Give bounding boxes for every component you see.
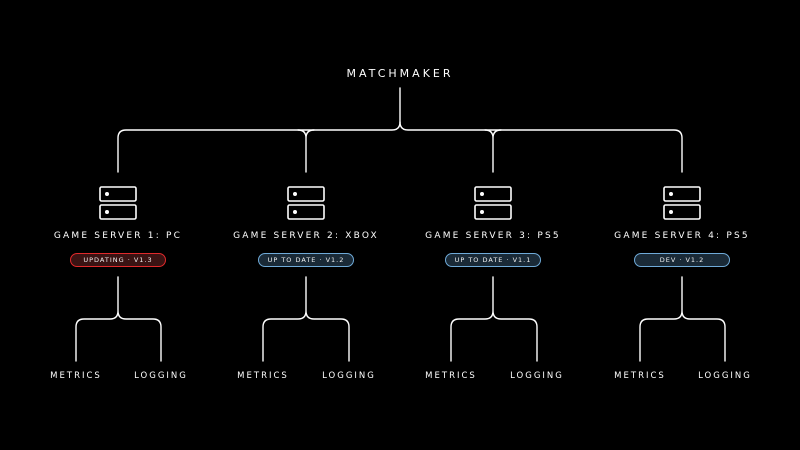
connector-children-1	[75, 276, 162, 362]
metrics-label-3: METRICS	[425, 371, 477, 381]
server-icon	[474, 186, 512, 220]
logging-label-4: LOGGING	[698, 371, 752, 381]
connector-server-3	[484, 129, 502, 173]
connector-server-2	[297, 129, 315, 173]
server-icon	[663, 186, 701, 220]
server-node-2[interactable]: GAME SERVER 2: XBOX UP TO DATE · V1.2	[221, 186, 391, 267]
root-connector	[117, 87, 401, 173]
server-node-4[interactable]: GAME SERVER 4: PS5 DEV · V1.2	[597, 186, 767, 267]
metrics-label-1: METRICS	[50, 371, 102, 381]
status-badge: UP TO DATE · V1.1	[445, 253, 541, 267]
connector-children-2	[262, 276, 350, 362]
server-icon	[287, 186, 325, 220]
server-name: GAME SERVER 3: PS5	[425, 231, 561, 241]
status-badge: UPDATING · V1.3	[70, 253, 166, 267]
logging-label-3: LOGGING	[510, 371, 564, 381]
server-name: GAME SERVER 1: PC	[53, 231, 183, 241]
matchmaker-label: MATCHMAKER	[346, 67, 454, 80]
metrics-label-4: METRICS	[614, 371, 666, 381]
root-connector-right	[399, 121, 683, 173]
logging-label-1: LOGGING	[134, 371, 188, 381]
server-node-3[interactable]: GAME SERVER 3: PS5 UP TO DATE · V1.1	[408, 186, 578, 267]
connector-children-3	[450, 276, 538, 362]
status-badge: UP TO DATE · V1.2	[258, 253, 354, 267]
server-node-1[interactable]: GAME SERVER 1: PC UPDATING · V1.3	[33, 186, 203, 267]
metrics-label-2: METRICS	[237, 371, 289, 381]
status-badge: DEV · V1.2	[634, 253, 730, 267]
logging-label-2: LOGGING	[322, 371, 376, 381]
server-icon	[99, 186, 137, 220]
connector-children-4	[639, 276, 726, 362]
server-name: GAME SERVER 2: XBOX	[233, 231, 379, 241]
server-name: GAME SERVER 4: PS5	[614, 231, 750, 241]
